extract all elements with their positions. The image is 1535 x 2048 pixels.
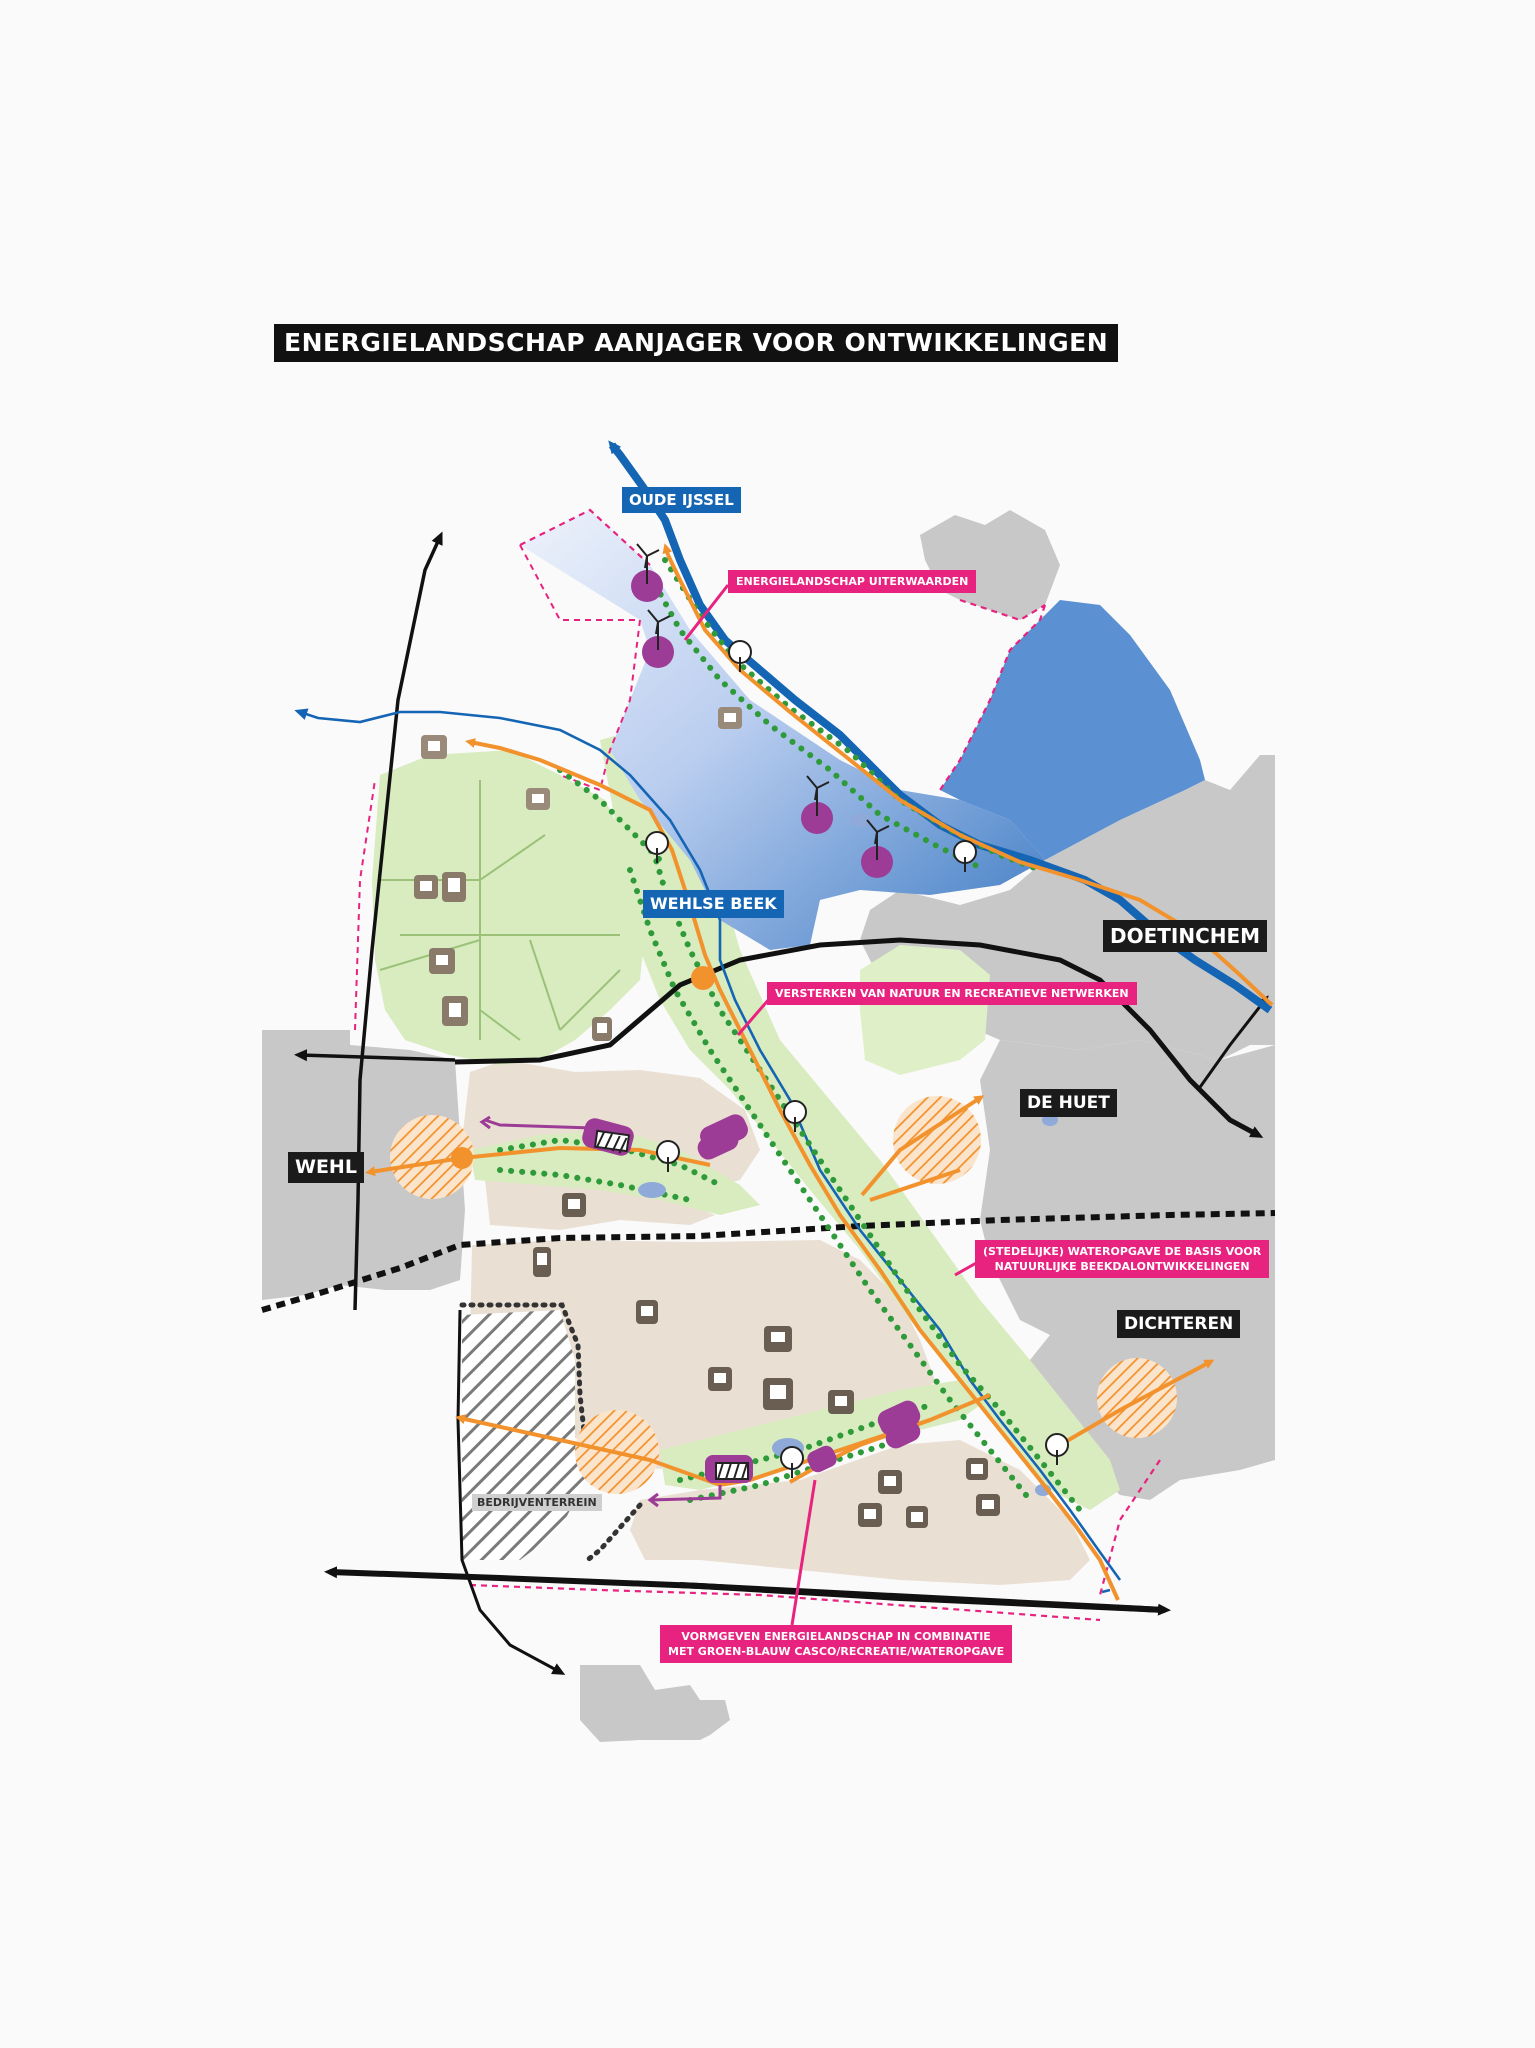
node-ring bbox=[691, 966, 715, 990]
wehlse-beek bbox=[294, 708, 1122, 1594]
building-icon bbox=[858, 1503, 882, 1527]
roads bbox=[261, 531, 1276, 1675]
callout-energielandschap-uiterwaarden: ENERGIELANDSCHAP UITERWAARDEN bbox=[728, 570, 977, 593]
label-bedrijventerrein: BEDRIJVENTERREIN bbox=[472, 1494, 602, 1511]
green-patch-east bbox=[860, 945, 990, 1075]
building-icon bbox=[429, 948, 455, 974]
hatched-circle-de-huet bbox=[893, 1096, 981, 1184]
tree-icon bbox=[783, 1100, 807, 1132]
callout-wateropgave: (STEDELIJKE) WATEROPGAVE DE BASIS VOOR N… bbox=[975, 1240, 1270, 1278]
callout-vormgeven-line2: MET GROEN-BLAUW CASCO/RECREATIE/WATEROPG… bbox=[668, 1645, 1005, 1658]
building-icon bbox=[708, 1367, 732, 1391]
callout-versterken: VERSTERKEN VAN NATUUR EN RECREATIEVE NET… bbox=[767, 982, 1137, 1005]
tree-icon bbox=[728, 640, 752, 672]
urban-area-top bbox=[920, 510, 1060, 620]
label-wehlse-beek: WEHLSE BEEK bbox=[643, 890, 784, 918]
building-icon bbox=[878, 1470, 902, 1494]
route-dichteren bbox=[1058, 1359, 1215, 1447]
building-icon bbox=[592, 1017, 612, 1041]
boundary-west-dashed bbox=[519, 544, 642, 792]
building-icon bbox=[421, 735, 447, 759]
railway-dashed bbox=[261, 1210, 1276, 1313]
building-icon bbox=[414, 875, 438, 899]
building-icon bbox=[533, 1247, 551, 1277]
floodplain-area bbox=[520, 510, 1045, 950]
route-de-huet bbox=[860, 1095, 985, 1197]
callout-leaders bbox=[683, 584, 979, 1626]
wind-turbine-icon bbox=[631, 543, 663, 602]
label-oude-ijssel: OUDE IJSSEL bbox=[622, 487, 741, 513]
building-icon bbox=[526, 788, 550, 810]
tree-icon bbox=[645, 831, 669, 863]
node-wehl bbox=[451, 1147, 473, 1169]
label-de-huet: DE HUET bbox=[1020, 1089, 1117, 1117]
energy-zone-7 bbox=[885, 1421, 921, 1449]
building-icon bbox=[562, 1193, 586, 1217]
building-icon bbox=[718, 707, 742, 729]
building-icons bbox=[414, 707, 1000, 1528]
building-icon bbox=[976, 1494, 1000, 1516]
callout-vormgeven: VORMGEVEN ENERGIELANDSCHAP IN COMBINATIE… bbox=[660, 1625, 1013, 1663]
building-icon bbox=[828, 1390, 854, 1414]
boundary-dashed bbox=[469, 508, 1161, 1622]
building-icon bbox=[764, 1326, 792, 1352]
water-body-east bbox=[940, 600, 1205, 860]
route-north-start bbox=[662, 543, 673, 556]
building-icon bbox=[966, 1458, 988, 1480]
solar-panel-icon bbox=[593, 1129, 631, 1154]
label-dichteren: DICHTEREN bbox=[1117, 1310, 1241, 1338]
building-icon bbox=[636, 1300, 658, 1324]
purple-arrows bbox=[479, 1115, 722, 1508]
hatched-circle-dichteren bbox=[1097, 1358, 1177, 1438]
wind-turbine-icon bbox=[861, 819, 893, 878]
callout-vormgeven-line1: VORMGEVEN ENERGIELANDSCHAP IN COMBINATIE bbox=[681, 1630, 991, 1643]
urban-area-bottom bbox=[580, 1665, 730, 1742]
callout-wateropgave-line2: NATUURLIJKE BEEKDALONTWIKKELINGEN bbox=[994, 1260, 1250, 1273]
road-southwest bbox=[456, 1309, 566, 1675]
callout-wateropgave-line1: (STEDELIJKE) WATEROPGAVE DE BASIS VOOR bbox=[983, 1245, 1262, 1258]
wind-turbine-icon bbox=[642, 609, 674, 668]
road-south-main-east bbox=[679, 1582, 1171, 1616]
building-icon bbox=[763, 1378, 793, 1410]
boundary-left-dashed bbox=[354, 779, 376, 1031]
trees bbox=[645, 640, 1069, 1478]
label-doetinchem: DOETINCHEM bbox=[1103, 920, 1268, 952]
green-park-west bbox=[372, 750, 645, 1065]
development-circles bbox=[390, 1096, 1177, 1494]
energy-zone-3 bbox=[697, 1128, 739, 1160]
tree-icon bbox=[656, 1140, 680, 1172]
wind-turbines bbox=[631, 543, 893, 878]
building-icon bbox=[442, 996, 468, 1026]
road-west bbox=[294, 1049, 456, 1062]
building-icon bbox=[442, 872, 466, 902]
energy-zone-5 bbox=[807, 1445, 837, 1473]
road-branch-doetinchem bbox=[1196, 995, 1269, 1091]
tree-icon bbox=[780, 1446, 804, 1478]
road-north-west bbox=[353, 531, 443, 1311]
road-ring bbox=[454, 937, 1264, 1138]
solar-panel-icon bbox=[715, 1462, 749, 1480]
route-nodes bbox=[451, 966, 715, 1169]
tree-icon bbox=[1045, 1433, 1069, 1465]
label-wehl: WEHL bbox=[288, 1152, 364, 1183]
building-icon bbox=[906, 1506, 928, 1528]
route-main-2 bbox=[465, 738, 1120, 1601]
route-de-huet-2 bbox=[869, 1168, 961, 1202]
wind-turbine-icon bbox=[801, 775, 833, 834]
tree-icon bbox=[953, 840, 977, 872]
map-title: ENERGIELANDSCHAP AANJAGER VOOR ONTWIKKEL… bbox=[274, 324, 1119, 362]
hatched-circle-wehl bbox=[390, 1115, 474, 1199]
